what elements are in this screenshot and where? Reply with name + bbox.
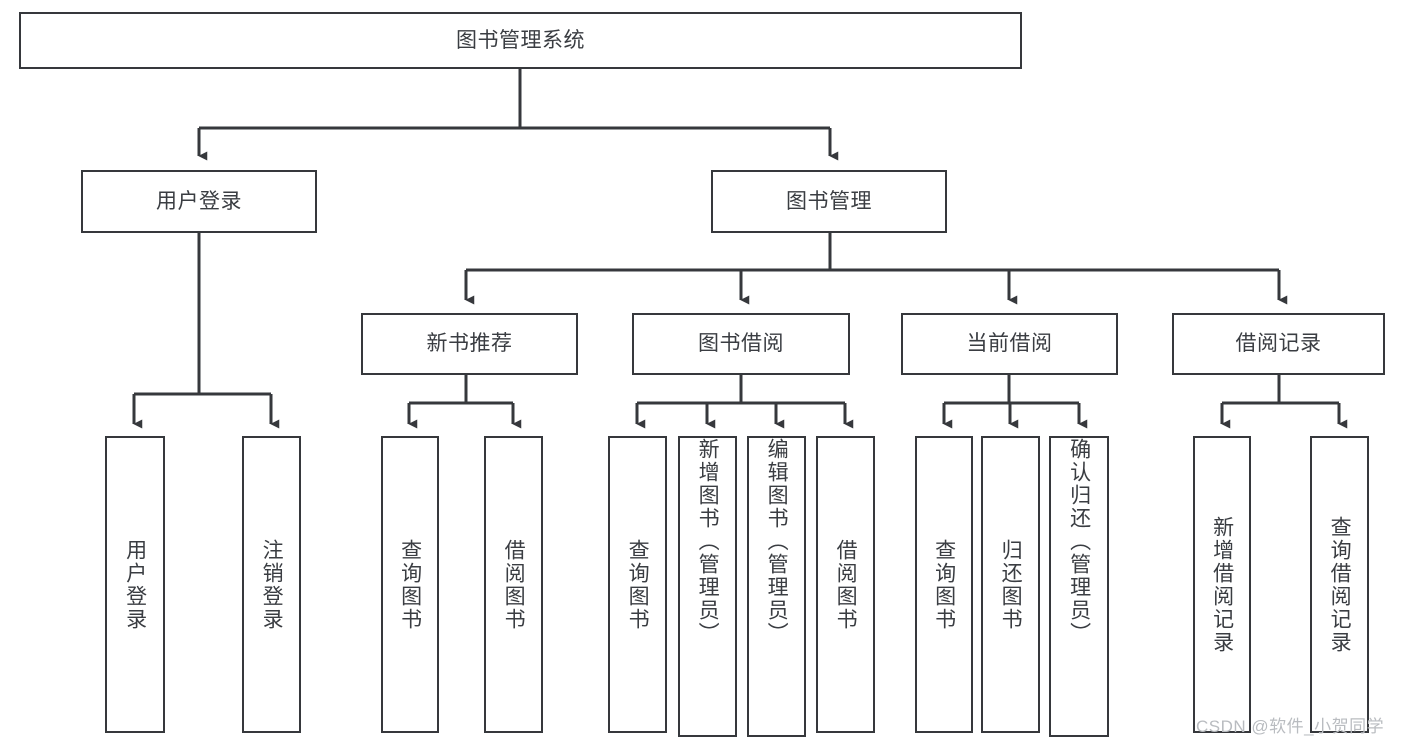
leaf-add-record-label: 新增借阅记录 [1210, 515, 1234, 654]
node-root-label: 图书管理系统 [456, 28, 585, 52]
leaf-user-login[interactable]: 用户登录 [105, 436, 165, 733]
leaf-query-record[interactable]: 查询借阅记录 [1310, 436, 1369, 733]
node-new-book-recommend[interactable]: 新书推荐 [361, 313, 578, 375]
leaf-edit-book-label: 编辑图书（管理员） [765, 438, 789, 645]
node-user-login-label: 用户登录 [156, 189, 242, 213]
leaf-edit-book[interactable]: 编辑图书（管理员） [747, 436, 806, 737]
node-user-login[interactable]: 用户登录 [81, 170, 317, 233]
node-borrow-record-label: 借阅记录 [1235, 332, 1322, 356]
node-root[interactable]: 图书管理系统 [19, 12, 1022, 69]
leaf-query-book-3-label: 查询图书 [932, 538, 956, 631]
node-book-manage[interactable]: 图书管理 [711, 170, 947, 233]
leaf-borrow-book-1-label: 借阅图书 [502, 538, 526, 631]
leaf-query-book-1[interactable]: 查询图书 [381, 436, 439, 733]
leaf-add-book[interactable]: 新增图书（管理员） [678, 436, 737, 737]
leaf-confirm-return-label: 确认归还（管理员） [1067, 438, 1091, 645]
csdn-watermark: CSDN @软件_小贺同学 [1196, 717, 1385, 736]
node-current-borrow-label: 当前借阅 [966, 332, 1053, 356]
leaf-query-book-1-label: 查询图书 [398, 538, 422, 631]
leaf-borrow-book-2-label: 借阅图书 [834, 538, 858, 631]
node-borrow-record[interactable]: 借阅记录 [1172, 313, 1385, 375]
node-book-borrow-label: 图书借阅 [698, 332, 784, 356]
node-book-borrow[interactable]: 图书借阅 [632, 313, 850, 375]
leaf-query-record-label: 查询借阅记录 [1328, 515, 1352, 654]
leaf-add-book-label: 新增图书（管理员） [696, 438, 720, 645]
leaf-return-book-label: 归还图书 [999, 538, 1023, 631]
leaf-query-book-3[interactable]: 查询图书 [915, 436, 973, 733]
node-book-manage-label: 图书管理 [786, 189, 872, 213]
node-current-borrow[interactable]: 当前借阅 [901, 313, 1118, 375]
leaf-borrow-book-1[interactable]: 借阅图书 [484, 436, 543, 733]
leaf-borrow-book-2[interactable]: 借阅图书 [816, 436, 875, 733]
leaf-confirm-return[interactable]: 确认归还（管理员） [1049, 436, 1109, 737]
leaf-return-book[interactable]: 归还图书 [981, 436, 1040, 733]
node-new-book-recommend-label: 新书推荐 [426, 332, 513, 356]
leaf-query-book-2[interactable]: 查询图书 [608, 436, 667, 733]
leaf-user-logout-label: 注销登录 [260, 538, 284, 631]
leaf-query-book-2-label: 查询图书 [626, 538, 650, 631]
leaf-user-logout[interactable]: 注销登录 [242, 436, 301, 733]
leaf-add-record[interactable]: 新增借阅记录 [1193, 436, 1251, 733]
leaf-user-login-label: 用户登录 [123, 538, 147, 631]
